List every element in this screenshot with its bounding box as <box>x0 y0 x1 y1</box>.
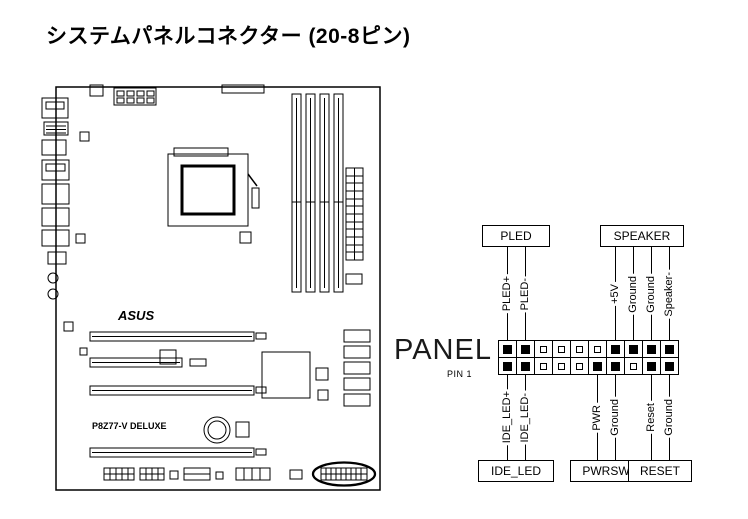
pin-cell <box>625 341 642 357</box>
pin-label-ground-speaker-2: Ground <box>644 250 658 338</box>
pin-cell <box>517 358 534 374</box>
ide-led-label-box: IDE_LED <box>478 460 554 482</box>
pin-cell <box>589 358 606 374</box>
cpu-socket <box>167 147 260 227</box>
pin-present <box>665 344 674 354</box>
page-title: システムパネルコネクター (20-8ピン) <box>46 25 411 48</box>
pin-present <box>521 344 530 354</box>
pin-absent <box>558 362 565 370</box>
pin-label-text: PLED- <box>519 275 531 313</box>
pin-label-text: Speaker- <box>663 269 675 319</box>
pin-cell <box>499 341 516 357</box>
pin-label-text: Ground <box>645 273 657 315</box>
reset-label-box: RESET <box>628 460 692 482</box>
dimm-slots <box>291 93 344 293</box>
top-edge-connectors <box>89 84 265 106</box>
panel-connector-highlight-ellipse <box>311 461 377 487</box>
pin-absent <box>540 345 547 353</box>
pin-cell <box>553 358 570 374</box>
pin-label-text: Ground <box>663 397 675 438</box>
expansion-slots <box>89 331 267 458</box>
pin-cell <box>553 341 570 357</box>
pin-label-text: Ground <box>627 273 639 315</box>
board-outline <box>55 86 381 491</box>
pled-label-box: PLED <box>482 225 550 247</box>
pin-label-text: IDE_LED- <box>519 390 531 445</box>
pin-label-pled-plus: PLED+ <box>500 250 514 338</box>
asus-logo-text: ASUS <box>117 308 154 323</box>
pin-label-ground-speaker-1: Ground <box>626 250 640 338</box>
pin-cell <box>625 358 642 374</box>
pin-present <box>629 344 638 354</box>
pin-absent <box>540 362 547 370</box>
pin-cell <box>535 358 552 374</box>
pin-absent <box>576 345 583 353</box>
sata-ports <box>343 329 371 407</box>
pin-present <box>593 361 602 371</box>
pin-present <box>647 344 656 354</box>
pin-present <box>611 361 620 371</box>
battery <box>203 416 231 444</box>
pin-present <box>647 361 656 371</box>
board-model-text: P8Z77-V DELUXE <box>92 421 167 431</box>
atx-power-connector <box>345 167 364 261</box>
pin-label-plus5v: +5V <box>608 250 622 338</box>
pin-label-text: PLED+ <box>501 274 513 314</box>
pin-label-ground-reset: Ground <box>662 377 676 458</box>
pin-label-reset: Reset <box>644 377 658 458</box>
pin-absent <box>576 362 583 370</box>
pin-label-text: Reset <box>645 401 657 434</box>
pin-label-ground-pwr: Ground <box>608 377 622 458</box>
pin-cell <box>607 358 624 374</box>
pin-cell <box>661 358 678 374</box>
pin-cell <box>571 358 588 374</box>
pin-absent <box>594 345 601 353</box>
rear-io-ports <box>41 97 70 300</box>
chipset-heatsink <box>261 351 311 399</box>
pin-label-text: +5V <box>609 282 621 306</box>
pin-label-pwr: PWR <box>590 377 604 458</box>
pin1-label: PIN 1 <box>447 369 473 379</box>
pin-absent <box>558 345 565 353</box>
pin-label-text: PWR <box>591 402 603 433</box>
pin-label-ide-led-plus: IDE_LED+ <box>500 377 514 458</box>
pin-label-pled-minus: PLED- <box>518 250 532 338</box>
pin-absent <box>630 362 637 370</box>
pin-cell <box>499 358 516 374</box>
panel-title: PANEL <box>394 334 492 366</box>
pin-label-text: IDE_LED+ <box>501 389 513 446</box>
pin-cell <box>643 341 660 357</box>
panel-connector-location <box>311 461 377 487</box>
pin-present <box>503 361 512 371</box>
pin-cell <box>535 341 552 357</box>
pin-present <box>611 344 620 354</box>
pin-cell <box>517 341 534 357</box>
memok-button <box>345 273 363 285</box>
pin-cell <box>643 358 660 374</box>
pin-label-text: Ground <box>609 397 621 438</box>
pin-cell <box>589 341 606 357</box>
bottom-headers <box>103 467 303 481</box>
pin-cell <box>661 341 678 357</box>
speaker-label-box: SPEAKER <box>600 225 684 247</box>
pin-present <box>521 361 530 371</box>
motherboard-diagram: ASUS P8Z77-V DELUXE <box>41 84 381 491</box>
pin-grid <box>498 340 679 375</box>
pin-label-ide-led-minus: IDE_LED- <box>518 377 532 458</box>
pin-cell <box>571 341 588 357</box>
pin-present <box>503 344 512 354</box>
pin-present <box>665 361 674 371</box>
pwrsw-label-box: PWRSW <box>570 460 642 482</box>
onboard-chips <box>63 131 329 438</box>
pin-label-speaker-minus: Speaker- <box>662 250 676 338</box>
pin-cell <box>607 341 624 357</box>
